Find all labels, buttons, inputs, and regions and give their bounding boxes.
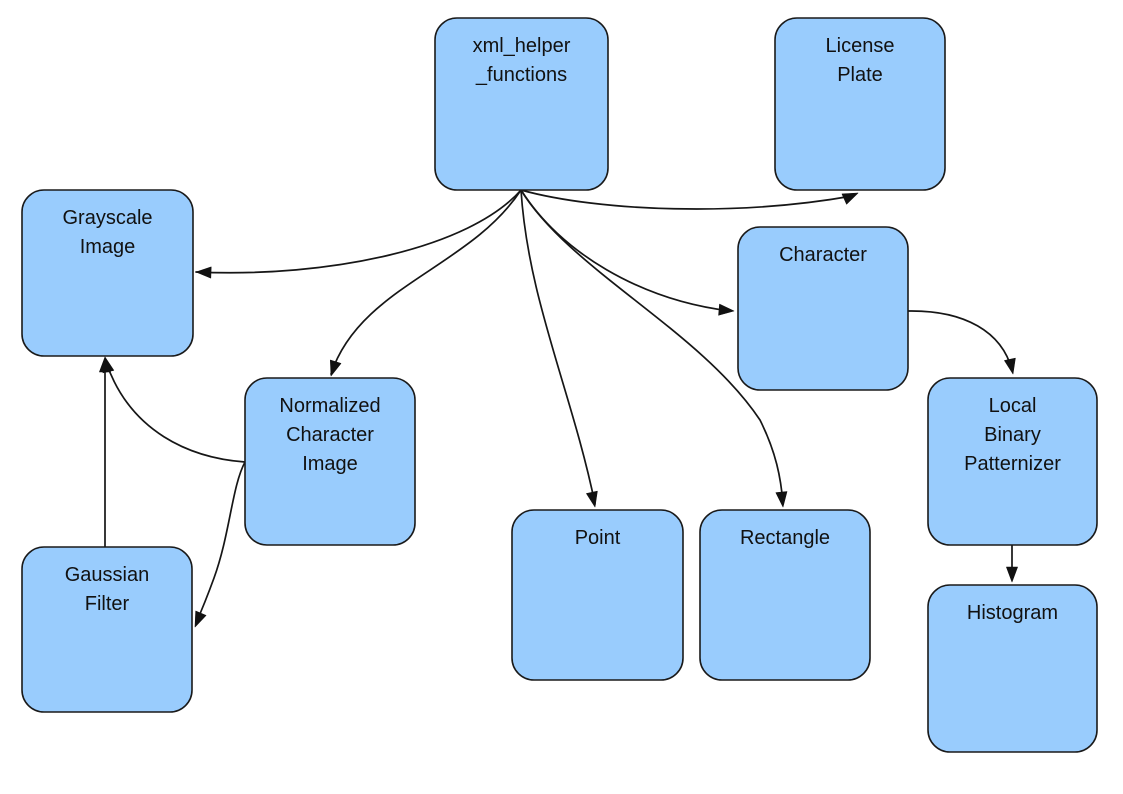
edge-xml-helper-functions-to-license-plate-line	[520, 189, 853, 210]
edge-xml-helper-functions-to-license-plate	[520, 189, 859, 210]
edge-normalized-character-image-to-grayscale-image	[102, 356, 246, 463]
character-node[interactable]: Character	[737, 226, 909, 391]
xml-helper-functions-node-label-line-0: xml_helper	[473, 35, 571, 57]
character-node-shape[interactable]	[737, 226, 909, 391]
histogram-node-label-line-0: Histogram	[967, 602, 1058, 624]
edge-xml-helper-functions-to-normalized-character-image-line	[330, 189, 522, 375]
histogram-node-shape[interactable]	[927, 584, 1098, 753]
histogram-node[interactable]: Histogram	[927, 584, 1098, 753]
edge-xml-helper-functions-to-character-arrowhead	[718, 303, 735, 316]
local-binary-patternizer-node-label-line-2: Patternizer	[964, 453, 1061, 475]
xml-helper-functions-node[interactable]: xml_helper _functions	[434, 17, 609, 191]
edge-xml-helper-functions-to-point	[520, 189, 598, 508]
nodes-layer: xml_helper _functions LicensePlateGrayscal…	[21, 17, 1098, 753]
edge-normalized-character-image-to-gaussian-filter	[194, 461, 246, 628]
grayscale-image-node-label-line-1: Image	[80, 236, 136, 258]
point-node-label-line-0: Point	[575, 527, 621, 549]
edge-character-to-local-binary-patternizer	[907, 310, 1016, 375]
grayscale-image-node-shape[interactable]	[21, 189, 194, 357]
edge-xml-helper-functions-to-license-plate-arrowhead	[841, 192, 859, 205]
edge-gaussian-filter-to-grayscale-image-arrowhead	[99, 356, 111, 373]
edge-gaussian-filter-to-grayscale-image	[99, 356, 111, 548]
rectangle-node[interactable]: Rectangle	[699, 509, 871, 681]
rectangle-node-label-line-0: Rectangle	[740, 527, 830, 549]
point-node-shape[interactable]	[511, 509, 684, 681]
normalized-character-image-node-label-line-1: Character	[286, 424, 374, 446]
edges-layer	[99, 189, 1018, 628]
edge-xml-helper-functions-to-rectangle	[520, 189, 788, 508]
edge-xml-helper-functions-to-point-line	[520, 189, 596, 505]
local-binary-patternizer-node-label-line-1: Binary	[984, 424, 1041, 446]
xml-helper-functions-node-label-line-1: _functions	[475, 64, 567, 86]
edge-xml-helper-functions-to-grayscale-image-line	[195, 189, 522, 274]
xml-helper-functions-node-shape[interactable]	[434, 17, 609, 191]
edge-character-to-local-binary-patternizer-line	[907, 310, 1013, 371]
license-plate-node-shape[interactable]	[774, 17, 946, 191]
gaussian-filter-node-label-line-0: Gaussian	[65, 564, 150, 586]
grayscale-image-node-label-line-0: Grayscale	[62, 207, 152, 229]
normalized-character-image-node-label-line-2: Image	[302, 453, 358, 475]
normalized-character-image-node-label-line-0: Normalized	[279, 395, 380, 417]
character-node-label-line-0: Character	[779, 244, 867, 266]
license-plate-node-label-line-1: Plate	[837, 64, 883, 86]
edge-normalized-character-image-to-gaussian-filter-line	[195, 461, 246, 624]
gaussian-filter-node-label-line-1: Filter	[85, 593, 130, 615]
edge-normalized-character-image-to-grayscale-image-line	[105, 361, 246, 463]
edge-xml-helper-functions-to-point-arrowhead	[586, 490, 598, 508]
edge-xml-helper-functions-to-normalized-character-image	[330, 189, 522, 377]
edge-local-binary-patternizer-to-histogram	[1006, 544, 1018, 583]
gaussian-filter-node-shape[interactable]	[21, 546, 193, 713]
rectangle-node-shape[interactable]	[699, 509, 871, 681]
point-node[interactable]: Point	[511, 509, 684, 681]
edge-xml-helper-functions-to-rectangle-arrowhead	[775, 491, 788, 508]
edge-xml-helper-functions-to-grayscale-image-arrowhead	[195, 266, 212, 279]
edge-xml-helper-functions-to-normalized-character-image-arrowhead	[330, 359, 342, 377]
edge-normalized-character-image-to-gaussian-filter-arrowhead	[194, 610, 207, 628]
local-binary-patternizer-node-label-line-0: Local	[989, 395, 1037, 417]
license-plate-node-label-line-0: License	[826, 35, 895, 57]
edge-xml-helper-functions-to-grayscale-image	[195, 189, 522, 279]
edge-local-binary-patternizer-to-histogram-arrowhead	[1006, 566, 1018, 583]
local-binary-patternizer-node-shape[interactable]	[927, 377, 1098, 546]
edge-character-to-local-binary-patternizer-arrowhead	[1004, 357, 1016, 375]
edge-xml-helper-functions-to-rectangle-line	[520, 189, 784, 505]
normalized-character-image-node-shape[interactable]	[244, 377, 416, 546]
